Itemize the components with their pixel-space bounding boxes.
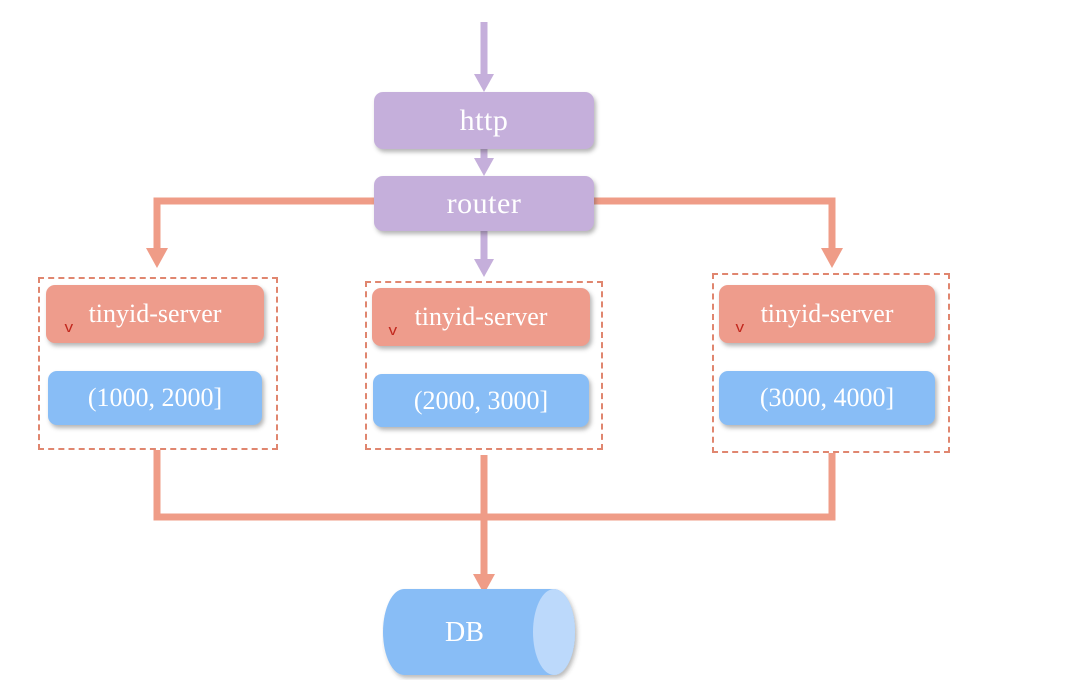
group-right-range-label: (3000, 4000] — [759, 383, 895, 412]
spellcheck-mark-icon: v — [388, 322, 398, 339]
spellcheck-mark-icon: v — [735, 319, 745, 336]
db-cylinder-icon — [383, 589, 575, 675]
connector-middle-to-db — [473, 455, 495, 594]
connector-router-to-right — [594, 197, 843, 268]
node-router[interactable]: router — [374, 176, 594, 231]
group-right-range[interactable]: (3000, 4000] — [719, 371, 935, 425]
group-right-server[interactable]: tinyid-server — [719, 285, 935, 343]
group-middle-server[interactable]: tinyid-server — [372, 288, 590, 346]
node-http[interactable]: http — [374, 92, 594, 149]
connector-right-to-db — [484, 453, 836, 521]
group-middle-range[interactable]: (2000, 3000] — [373, 374, 589, 427]
connector-left-to-db — [153, 450, 484, 521]
group-left-range[interactable]: (1000, 2000] — [48, 371, 262, 425]
group-middle-server-label: tinyid-server — [414, 302, 548, 331]
group-left-server[interactable]: tinyid-server — [46, 285, 264, 343]
connector-http-to-router — [474, 149, 494, 176]
node-router-label: router — [446, 186, 522, 220]
group-middle — [365, 281, 603, 450]
group-middle-server-wrap: tinyid-server v — [372, 288, 590, 346]
group-left — [38, 277, 278, 450]
node-http-label: http — [459, 103, 509, 137]
group-right — [712, 273, 950, 453]
group-left-server-label: tinyid-server — [88, 299, 222, 328]
node-db-label: DB — [445, 617, 484, 648]
group-middle-range-label: (2000, 3000] — [413, 385, 549, 415]
node-db[interactable]: DB — [382, 588, 584, 676]
group-left-range-label: (1000, 2000] — [87, 383, 223, 412]
group-left-server-wrap: tinyid-server v — [46, 285, 264, 343]
connector-entry-to-http — [474, 22, 494, 92]
group-right-server-label: tinyid-server — [760, 299, 894, 328]
spellcheck-mark-icon: v — [64, 319, 74, 336]
connector-router-to-left — [146, 197, 374, 268]
connector-router-to-middle — [474, 231, 494, 277]
group-right-server-wrap: tinyid-server v — [719, 285, 935, 343]
